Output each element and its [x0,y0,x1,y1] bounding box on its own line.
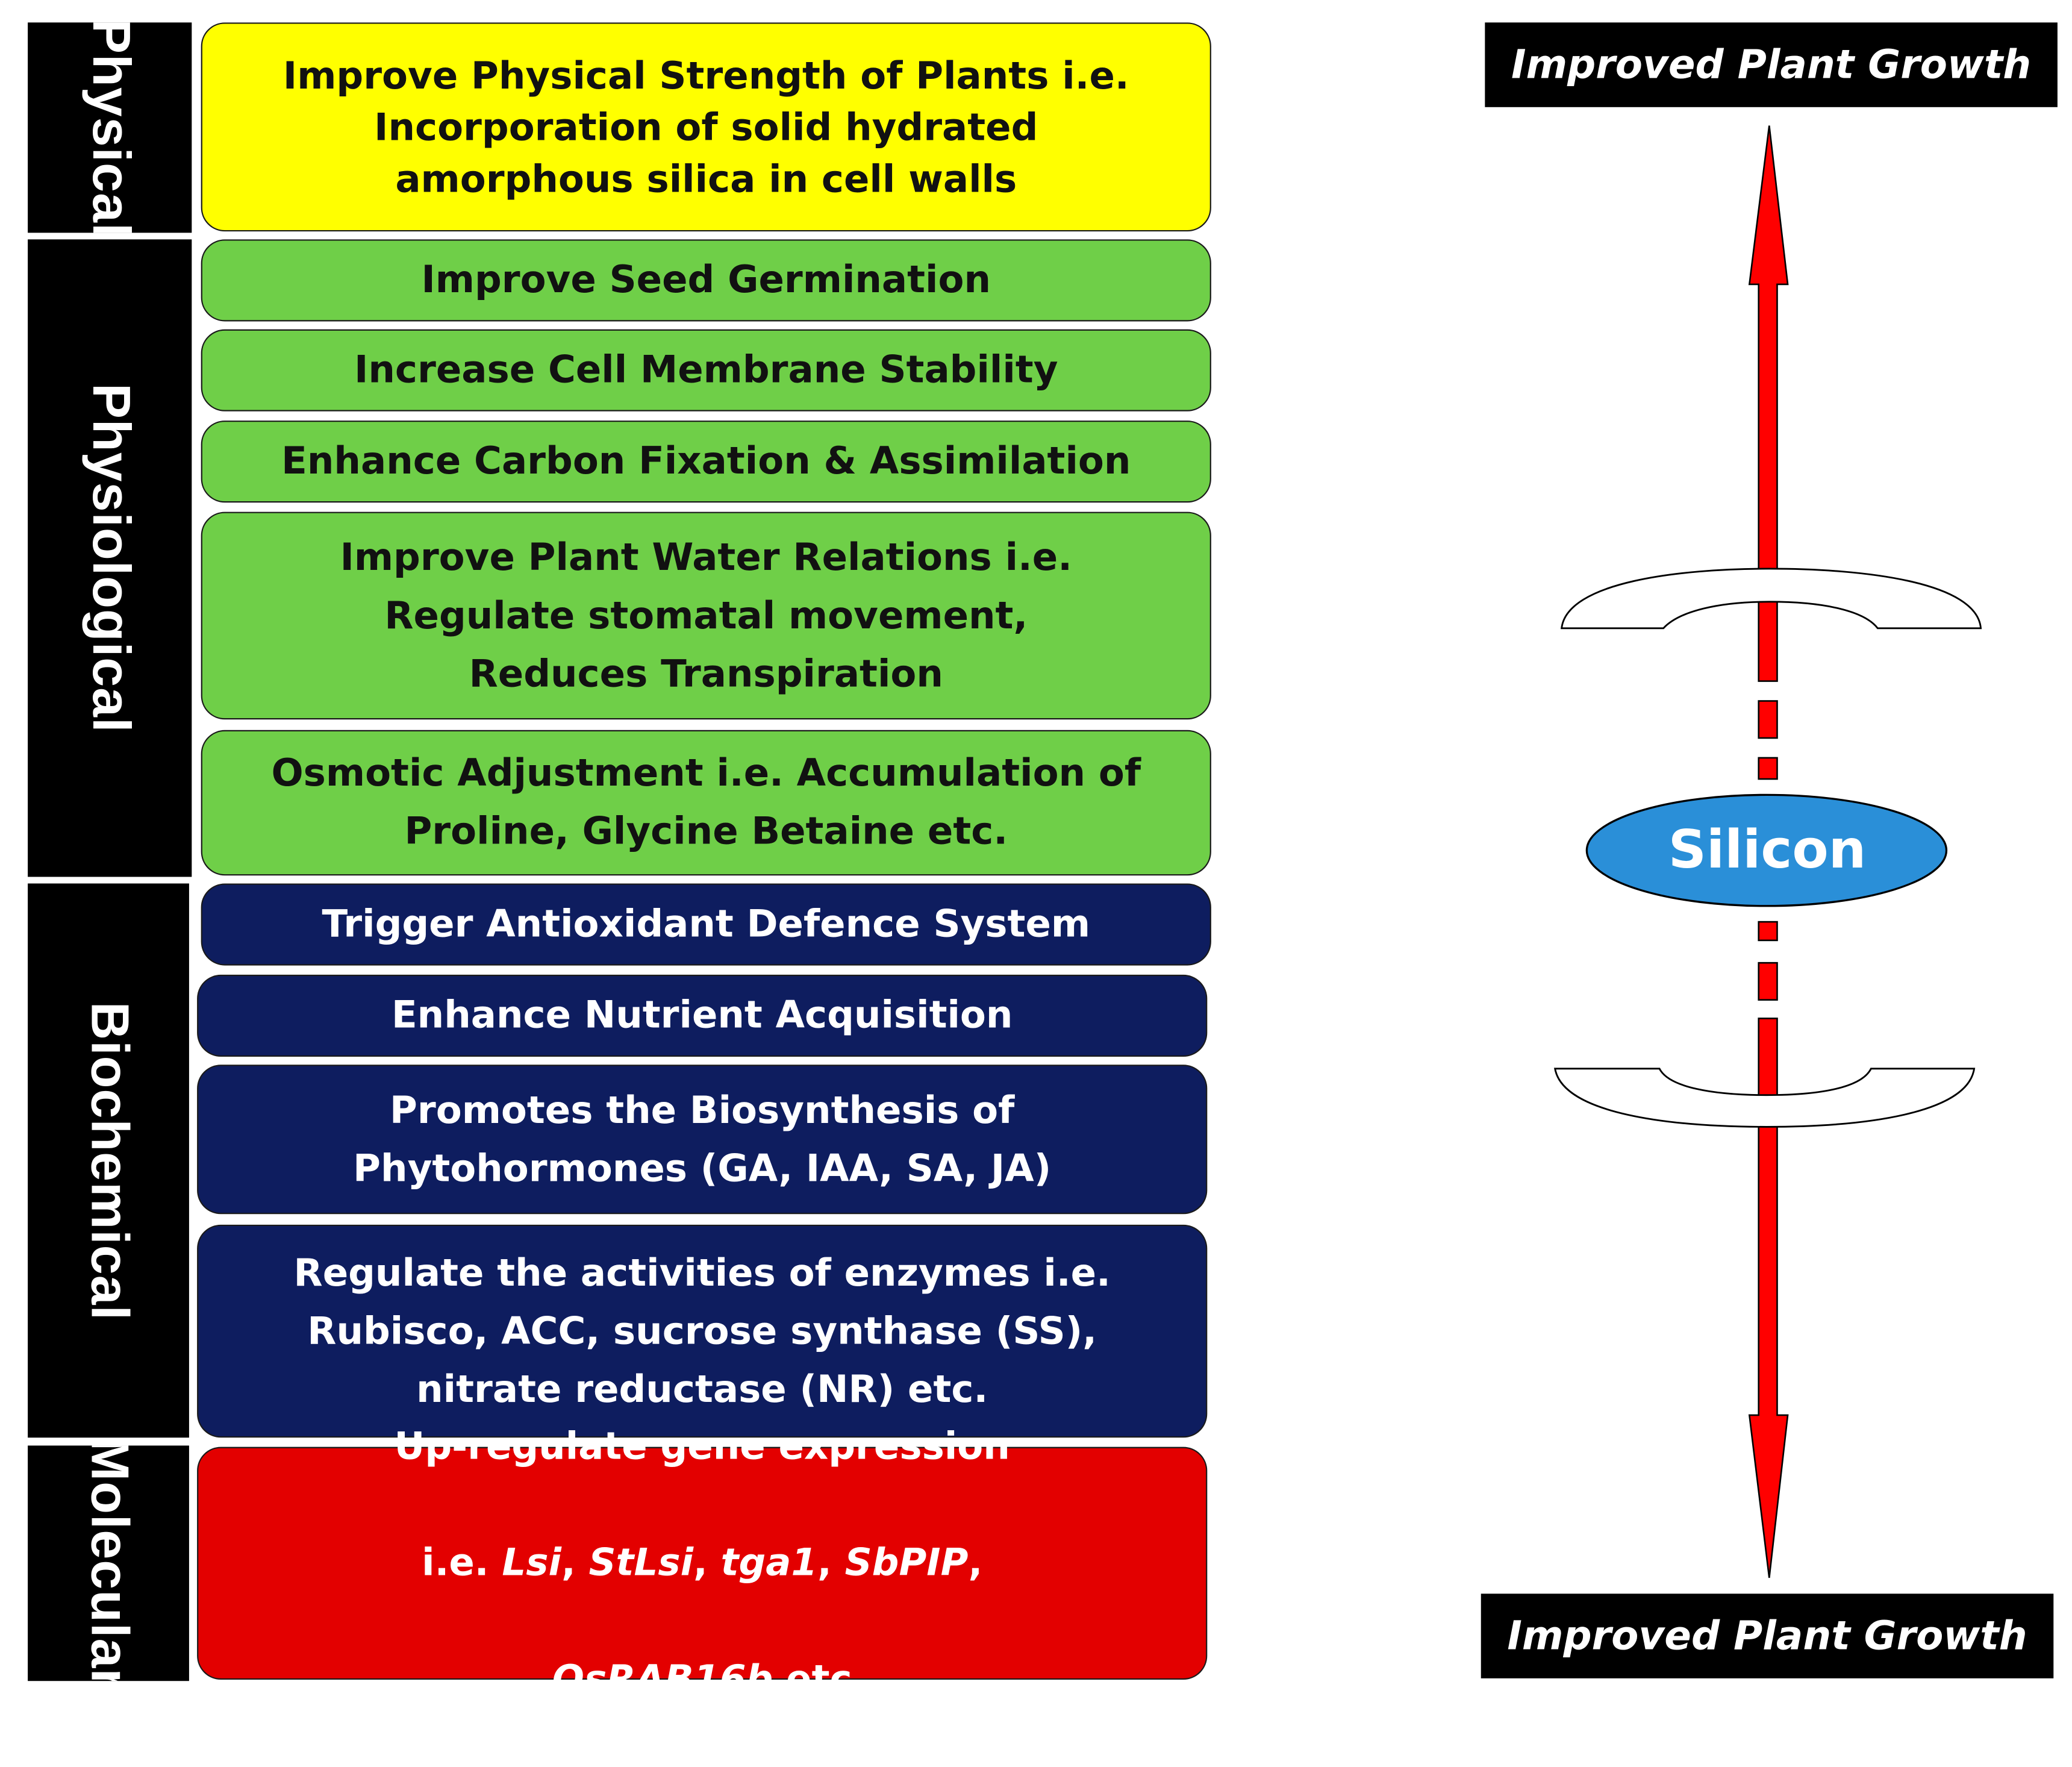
dash-upper-1 [1758,700,1778,739]
effect-antioxidant: Trigger Antioxidant Defence System [201,883,1211,966]
effect-membrane-stability: Increase Cell Membrane Stability [201,329,1211,411]
effect-osmotic-adjustment: Osmotic Adjustment i.e. Accumulation of … [201,730,1211,876]
effect-gene-expression: Up-regulate gene expression i.e. Lsi, St… [197,1424,1208,1701]
gene-osrab16b: OsRAB16b [552,1657,773,1701]
effect-seed-germination-text: Improve Seed Germination [421,258,991,302]
effect-antioxidant-text: Trigger Antioxidant Defence System [322,902,1091,946]
silicon-ellipse [1585,793,1948,907]
category-molecular: Molecular [28,1445,189,1681]
effect-water-relations-text: Improve Plant Water Relations i.e. Regul… [340,534,1073,695]
effect-physical-strength: Improve Physical Strength of Plants i.e.… [201,22,1211,232]
effect-phytohormones: Promotes the Biosynthesis of Phytohormon… [197,1065,1208,1215]
effect-seed-germination: Improve Seed Germination [201,239,1211,322]
effect-water-relations: Improve Plant Water Relations i.e. Regul… [201,511,1211,720]
silicon-label: Silicon [1668,820,1867,881]
effect-nutrient: Enhance Nutrient Acquisition [197,974,1208,1057]
upper-saucer [1561,568,1982,630]
diagram-stage: Physical Physiological Biochemical Molec… [28,22,2058,1701]
silicon-arrow-graphic [1553,125,1982,1578]
gene-sbpip: SbPIP [844,1540,969,1584]
effect-osmotic-adjustment-text: Osmotic Adjustment i.e. Accumulation of … [271,751,1141,853]
outcome-bottom: Improved Plant Growth [1481,1593,2054,1678]
arrow-down [1748,1018,1789,1578]
category-physiological: Physiological [28,239,192,877]
effect-nutrient-text: Enhance Nutrient Acquisition [391,993,1013,1037]
effect-carbon-fixation-text: Enhance Carbon Fixation & Assimilation [281,439,1131,483]
lower-saucer [1553,1068,1976,1128]
effect-membrane-stability-text: Increase Cell Membrane Stability [354,348,1058,392]
category-physical: Physical [28,22,192,233]
gene-expression-line3: OsRAB16b etc [395,1651,1010,1709]
gene-expression-suffix: etc [773,1657,852,1701]
gene-expression-line2: i.e. Lsi, StLsi, tga1, SbPIP, [422,1540,983,1584]
gene-stlsi: StLsi [588,1540,694,1584]
effect-phytohormones-text: Promotes the Biosynthesis of Phytohormon… [353,1087,1052,1190]
effect-enzymes-text: Regulate the activities of enzymes i.e. … [293,1250,1111,1411]
dash-lower-1 [1758,921,1778,942]
gene-lsi: Lsi [502,1540,561,1584]
dash-lower-2 [1758,962,1778,1001]
gene-expression-prefix: i.e. [422,1540,502,1584]
category-biochemical: Biochemical [28,883,189,1438]
dash-upper-2 [1758,757,1778,780]
effect-physical-strength-text: Improve Physical Strength of Plants i.e.… [282,53,1129,201]
outcome-top: Improved Plant Growth [1485,22,2058,107]
effect-gene-expression-text: Up-regulate gene expression i.e. Lsi, St… [395,1360,1010,1767]
effect-enzymes: Regulate the activities of enzymes i.e. … [197,1224,1208,1438]
effect-carbon-fixation: Enhance Carbon Fixation & Assimilation [201,421,1211,503]
gene-expression-line1: Up-regulate gene expression [394,1424,1010,1468]
gene-tga1: tga1 [720,1540,818,1584]
arrow-up [1748,125,1789,682]
